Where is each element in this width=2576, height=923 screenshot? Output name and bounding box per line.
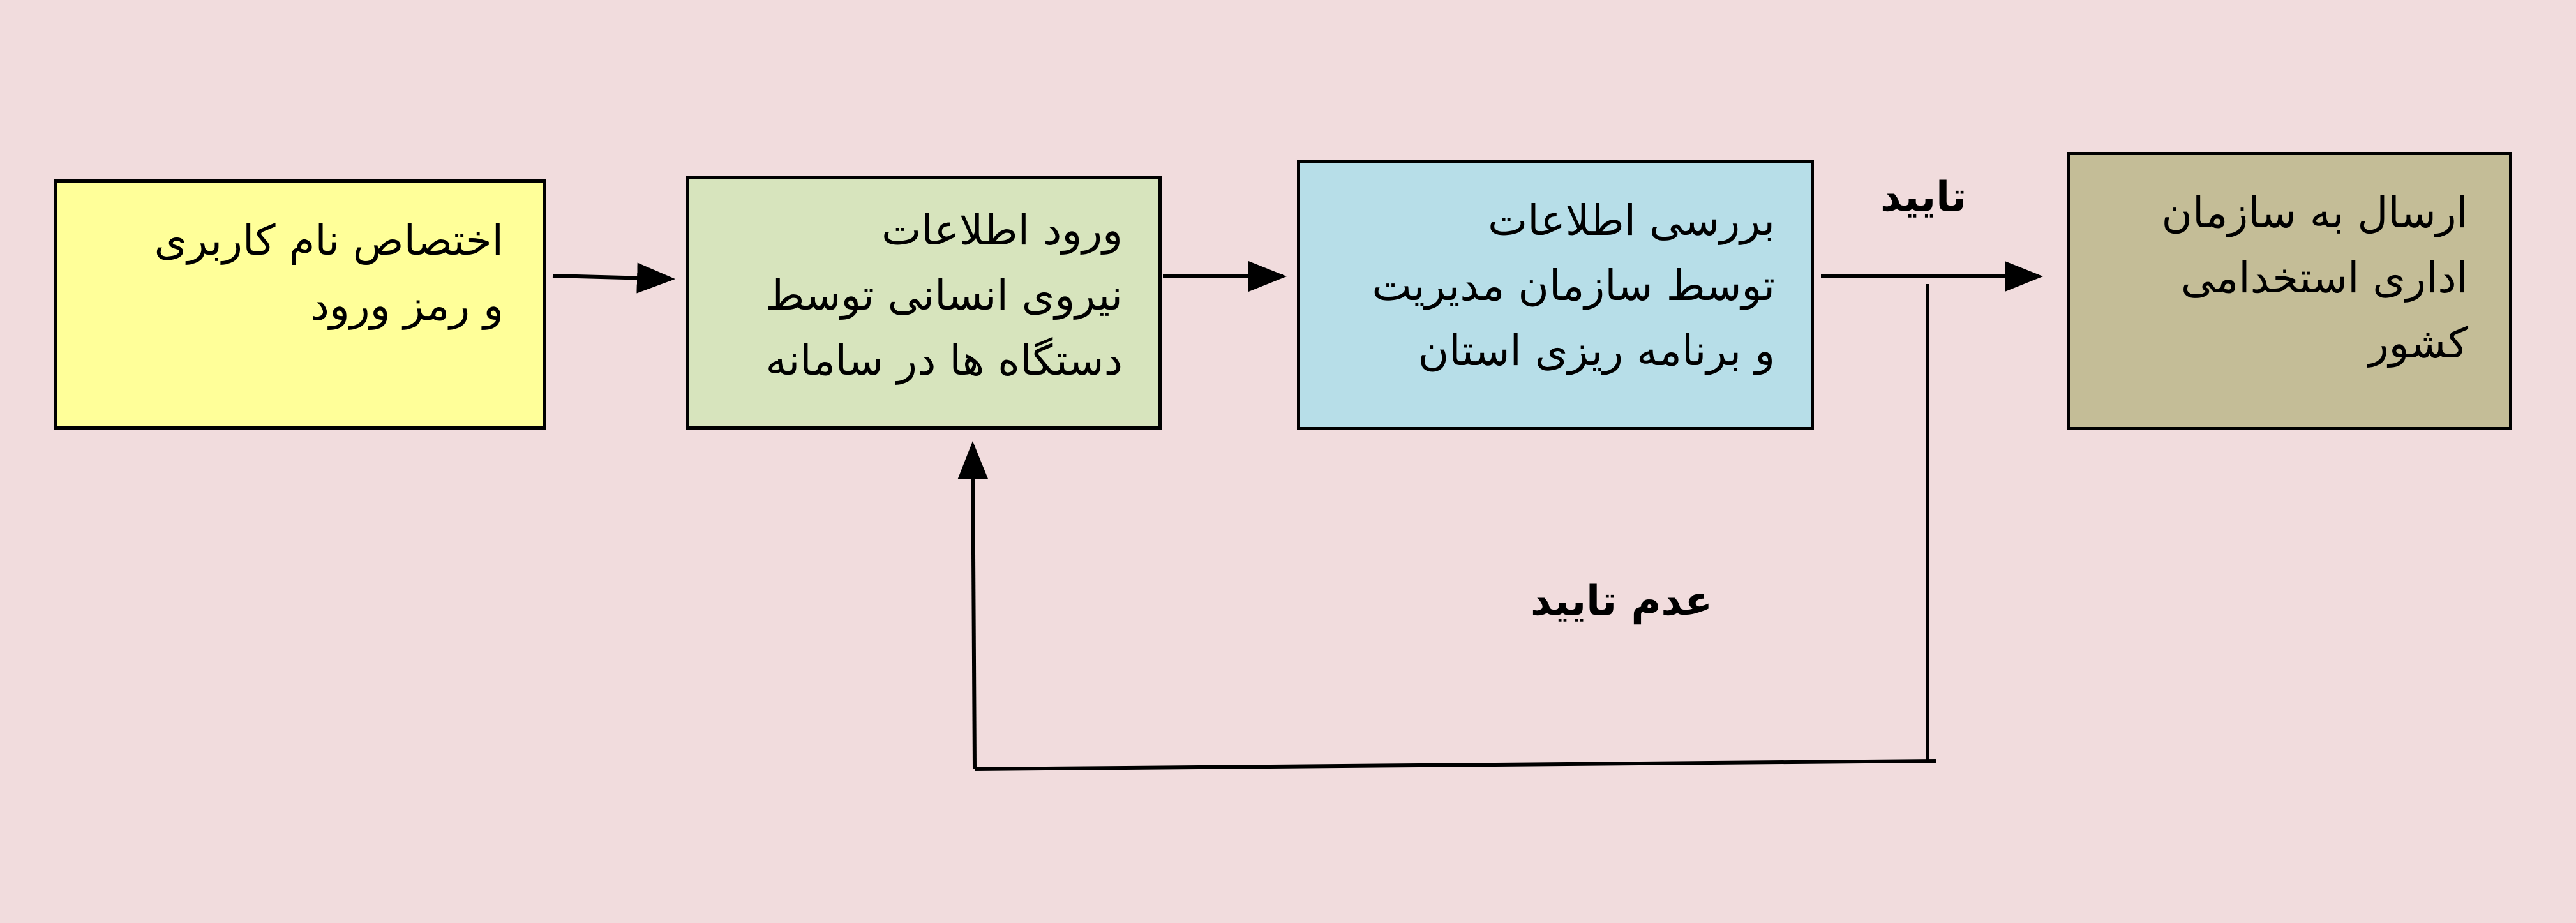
node-text-line: توسط سازمان مدیریت <box>1372 261 1775 310</box>
arrow-reject-to-entry <box>957 441 989 770</box>
node-text-line: ورود اطلاعات <box>881 206 1123 255</box>
node-text-line: اختصاص نام کاربری <box>154 216 504 265</box>
node-review: بررسی اطلاعات توسط سازمان مدیریت و برنام… <box>1297 160 1814 430</box>
arrow-credentials-to-entry <box>552 262 675 294</box>
node-enter-data: ورود اطلاعات نیروی انسانی توسط دستگاه ها… <box>686 176 1162 430</box>
node-send: ارسال به سازمان اداری استخدامی کشور <box>2067 152 2512 430</box>
edge-label-approve: تایید <box>1880 174 1967 221</box>
node-text-line: و رمز ورود <box>310 281 504 330</box>
node-text-line: اداری استخدامی <box>2180 253 2468 303</box>
node-text-line: دستگاه ها در سامانه <box>765 336 1123 385</box>
node-text-line: نیروی انسانی توسط <box>765 271 1123 320</box>
node-assign-credentials: اختصاص نام کاربری و رمز ورود <box>54 179 546 430</box>
node-text-line: بررسی اطلاعات <box>1488 196 1775 245</box>
node-text-line: ارسال به سازمان <box>2161 188 2469 237</box>
edge-label-reject: عدم تایید <box>1531 578 1713 625</box>
node-text-line: کشور <box>2368 319 2468 368</box>
reject-path-bottom <box>974 759 1936 771</box>
node-text-line: و برنامه ریزی استان <box>1418 326 1775 375</box>
